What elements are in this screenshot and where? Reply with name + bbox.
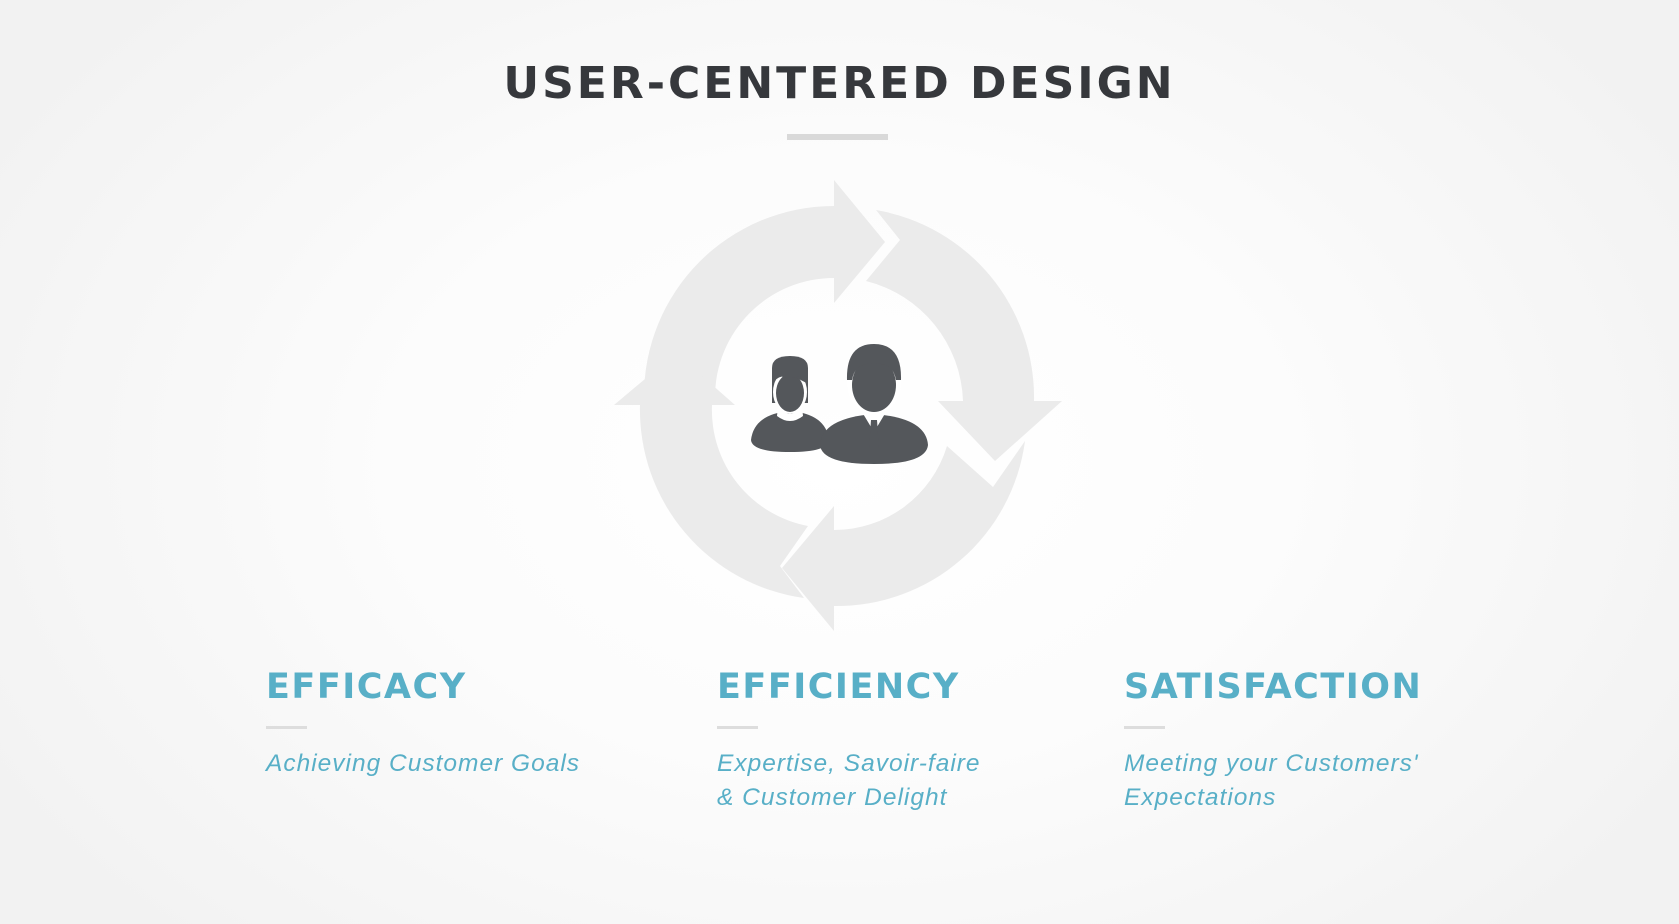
woman-icon (751, 356, 829, 452)
man-icon (820, 344, 928, 464)
cycle-arrow-right-icon (866, 210, 1062, 461)
users-icon (751, 344, 928, 464)
efficiency-divider (717, 726, 758, 729)
satisfaction-description-line: Meeting your Customers' (1124, 750, 1419, 777)
cycle-arrow-top-icon (643, 180, 885, 397)
cycle-arrow-left-icon (614, 353, 808, 598)
efficiency-heading: EFFICIENCY (717, 667, 960, 707)
efficiency-description: Expertise, Savoir-faire & Customer Delig… (717, 747, 1117, 815)
satisfaction-description-line: Expectations (1124, 784, 1277, 811)
column-efficacy: EFFICACY Achieving Customer Goals (266, 666, 666, 781)
satisfaction-heading: SATISFACTION (1124, 667, 1423, 707)
cycle-arrow-bottom-icon (782, 441, 1025, 631)
efficiency-description-line: & Customer Delight (717, 784, 948, 811)
efficacy-description-line: Achieving Customer Goals (266, 750, 581, 777)
efficacy-divider (266, 726, 307, 729)
satisfaction-description: Meeting your Customers' Expectations (1124, 747, 1524, 815)
page-title: USER-CENTERED DESIGN (503, 58, 1176, 109)
efficiency-description-line: Expertise, Savoir-faire (717, 750, 981, 777)
column-efficiency: EFFICIENCY Expertise, Savoir-faire & Cus… (717, 666, 1117, 815)
efficacy-description: Achieving Customer Goals (266, 747, 666, 781)
efficacy-heading: EFFICACY (266, 667, 467, 707)
title-divider (787, 134, 888, 140)
satisfaction-divider (1124, 726, 1165, 729)
column-satisfaction: SATISFACTION Meeting your Customers' Exp… (1124, 666, 1524, 815)
